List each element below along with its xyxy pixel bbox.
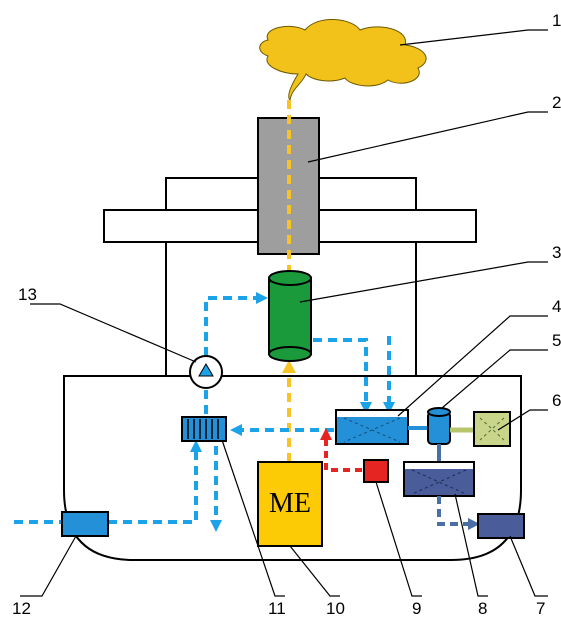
main-engine-label: ME — [269, 488, 311, 519]
circulation-pump — [189, 355, 223, 389]
sludge-storage — [477, 513, 525, 539]
separator — [427, 407, 451, 445]
chemical-tank — [473, 411, 511, 447]
exhaust-stack — [257, 117, 320, 255]
washwater-arrows — [190, 292, 395, 532]
label-11: 11 — [268, 599, 286, 618]
washwater-filter — [181, 416, 227, 442]
label-2: 2 — [552, 93, 561, 112]
label-3: 3 — [552, 243, 561, 262]
exhaust-arrow — [282, 360, 296, 373]
process-tank — [335, 409, 409, 445]
dosing-unit — [363, 459, 389, 483]
label-6: 6 — [552, 391, 561, 410]
scrubber — [268, 270, 312, 362]
label-13: 13 — [18, 285, 37, 304]
label-1: 1 — [552, 11, 561, 30]
sludge-tank — [403, 461, 475, 497]
smoke-plume — [259, 18, 427, 102]
label-12: 12 — [12, 599, 31, 618]
label-8: 8 — [478, 599, 487, 618]
sea-water-inlet — [61, 511, 109, 537]
label-4: 4 — [552, 297, 561, 316]
label-5: 5 — [552, 331, 561, 350]
label-10: 10 — [326, 599, 345, 618]
label-9: 9 — [412, 599, 421, 618]
label-7: 7 — [536, 599, 545, 618]
leader-lines — [20, 29, 548, 597]
main-engine — [257, 461, 323, 547]
